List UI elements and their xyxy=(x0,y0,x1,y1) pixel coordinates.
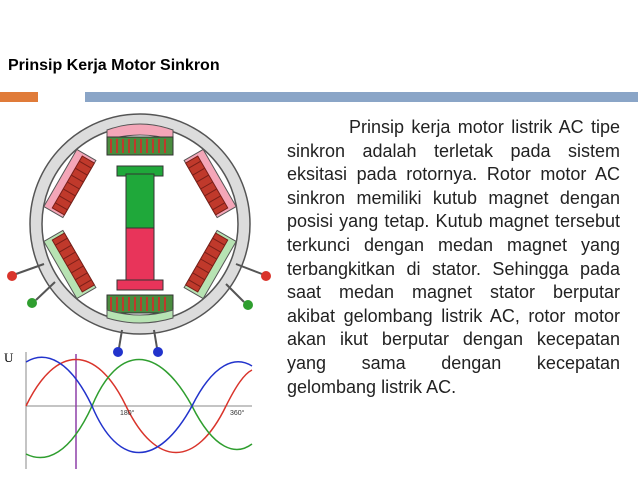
terminal-left-green xyxy=(27,281,56,308)
tick-label-180: 180° xyxy=(120,409,135,417)
three-phase-waveform: U 180° 360° xyxy=(4,350,253,469)
title-accent-bar xyxy=(0,92,38,102)
rotor xyxy=(116,165,164,291)
terminal-bottom-right-blue xyxy=(153,329,163,357)
stator-pole-bottom xyxy=(106,294,174,324)
terminal-left-red xyxy=(7,263,45,281)
motor-illustration xyxy=(7,113,271,357)
wave-phase-red xyxy=(25,358,253,454)
stator-pole-upper-right xyxy=(183,148,237,219)
terminal-bottom-left-blue xyxy=(113,329,123,357)
stator-pole-lower-left xyxy=(43,229,97,300)
wave-phase-green xyxy=(25,358,253,459)
stator-pole-lower-right xyxy=(183,229,237,300)
body-paragraph: Prinsip kerja motor listrik AC tipe sink… xyxy=(287,117,620,397)
stator-pole-upper-left xyxy=(43,148,97,219)
stator-pole-top xyxy=(106,123,174,156)
title-underline-bar xyxy=(85,92,638,102)
tick-label-360: 360° xyxy=(230,409,245,417)
terminal-right-green xyxy=(225,283,253,310)
slide-title: Prinsip Kerja Motor Sinkron xyxy=(8,57,220,74)
wave-axis-label: U xyxy=(4,350,14,365)
synchronous-motor-diagram: U 180° 360° xyxy=(4,113,271,469)
wave-phase-blue xyxy=(25,356,253,454)
terminal-right-red xyxy=(235,263,271,281)
